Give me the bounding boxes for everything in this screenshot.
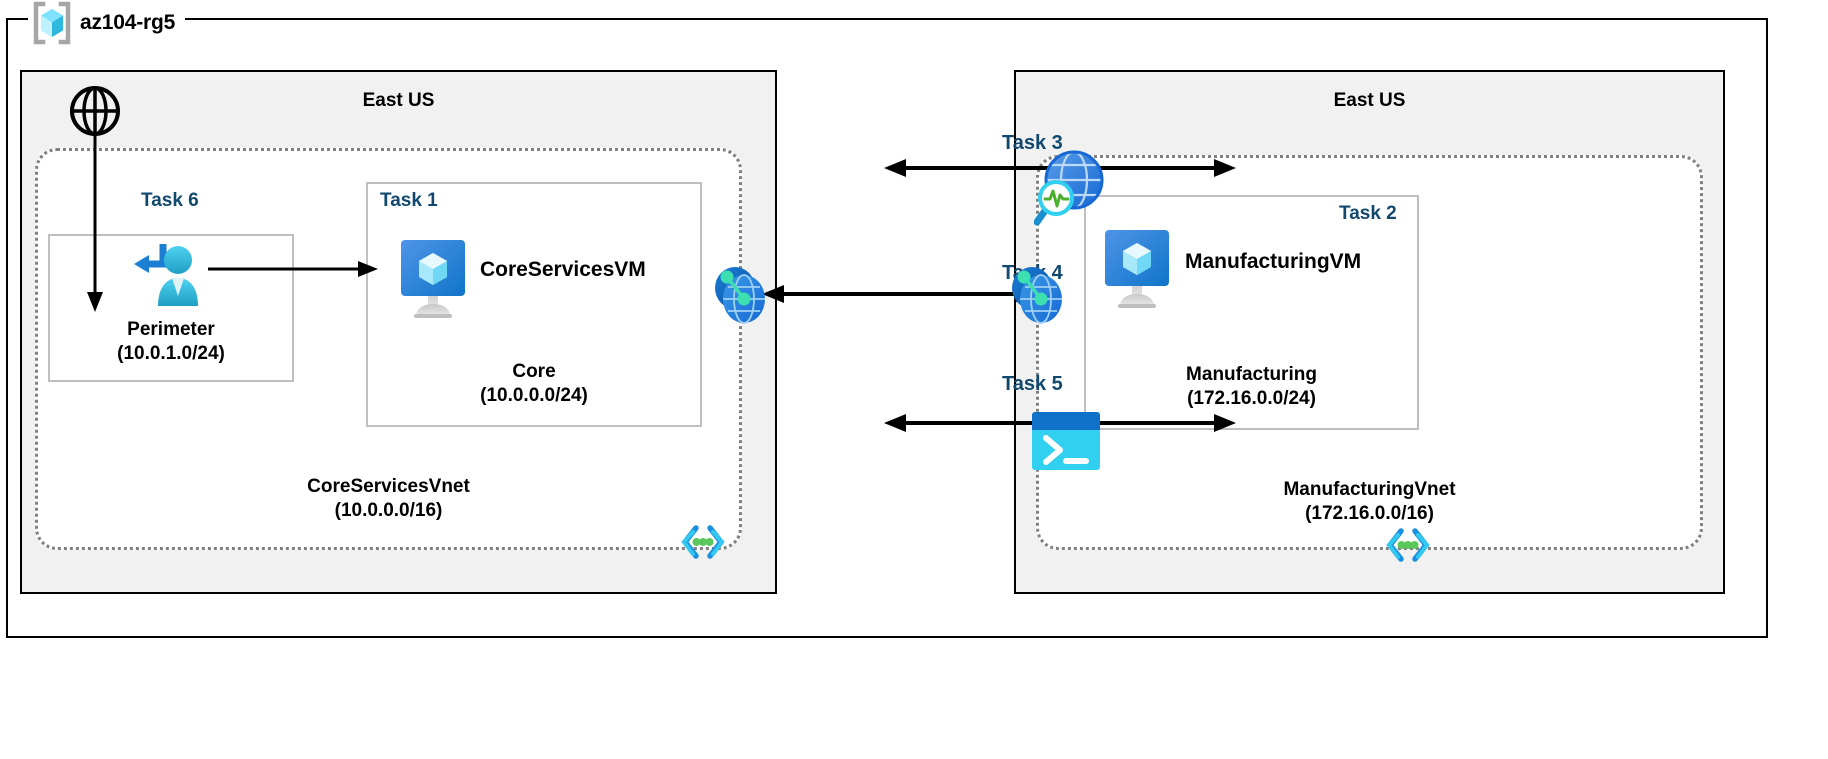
subnet-manufacturing-label: Manufacturing (172.16.0.0/24) — [1186, 364, 1317, 410]
network-watcher-icon — [1033, 148, 1106, 228]
task-label-2: Task 2 — [1339, 203, 1397, 224]
vm-name-manufacturing: ManufacturingVM — [1185, 250, 1362, 273]
vnet-brackets-icon-left — [680, 522, 726, 562]
task-label-3: Task 3 — [1002, 132, 1063, 154]
resource-group-header: az104-rg5 — [28, 0, 186, 46]
vnet-coreservices-label: CoreServicesVnet (10.0.0.0/16) — [307, 476, 470, 522]
resource-group-top-rule — [290, 18, 1768, 20]
internet-to-perimeter-arrow — [82, 132, 108, 314]
virtual-machine-icon-core — [398, 236, 468, 320]
task4-connector-arrow — [762, 281, 1036, 307]
task-label-1: Task 1 — [380, 190, 438, 211]
region-title-left: East US — [362, 90, 435, 111]
subnet-core-label: Core (10.0.0.0/24) — [480, 361, 588, 407]
cloud-shell-icon — [1030, 410, 1102, 472]
vm-name-coreservices: CoreServicesVM — [480, 258, 646, 281]
task-label-5: Task 5 — [1002, 373, 1063, 395]
perimeter-to-core-arrow — [208, 256, 380, 282]
internet-globe-icon — [68, 84, 122, 138]
subnet-perimeter-label: Perimeter (10.0.1.0/24) — [117, 319, 225, 365]
virtual-machine-icon-manufacturing — [1102, 226, 1172, 310]
task-label-6: Task 6 — [141, 190, 199, 211]
vnet-peering-icon-left — [711, 262, 771, 326]
subnet-core — [366, 182, 702, 427]
resource-group-cube-icon — [32, 1, 72, 45]
vnet-manufacturing-label: ManufacturingVnet (172.16.0.0/16) — [1283, 479, 1456, 525]
vnet-peering-icon-right — [1008, 262, 1068, 326]
bastion-user-icon — [130, 240, 212, 310]
region-title-right: East US — [1333, 90, 1406, 111]
resource-group-name: az104-rg5 — [80, 11, 176, 34]
resource-group-top-rule-left — [6, 18, 32, 20]
vnet-brackets-icon-right — [1385, 525, 1431, 565]
